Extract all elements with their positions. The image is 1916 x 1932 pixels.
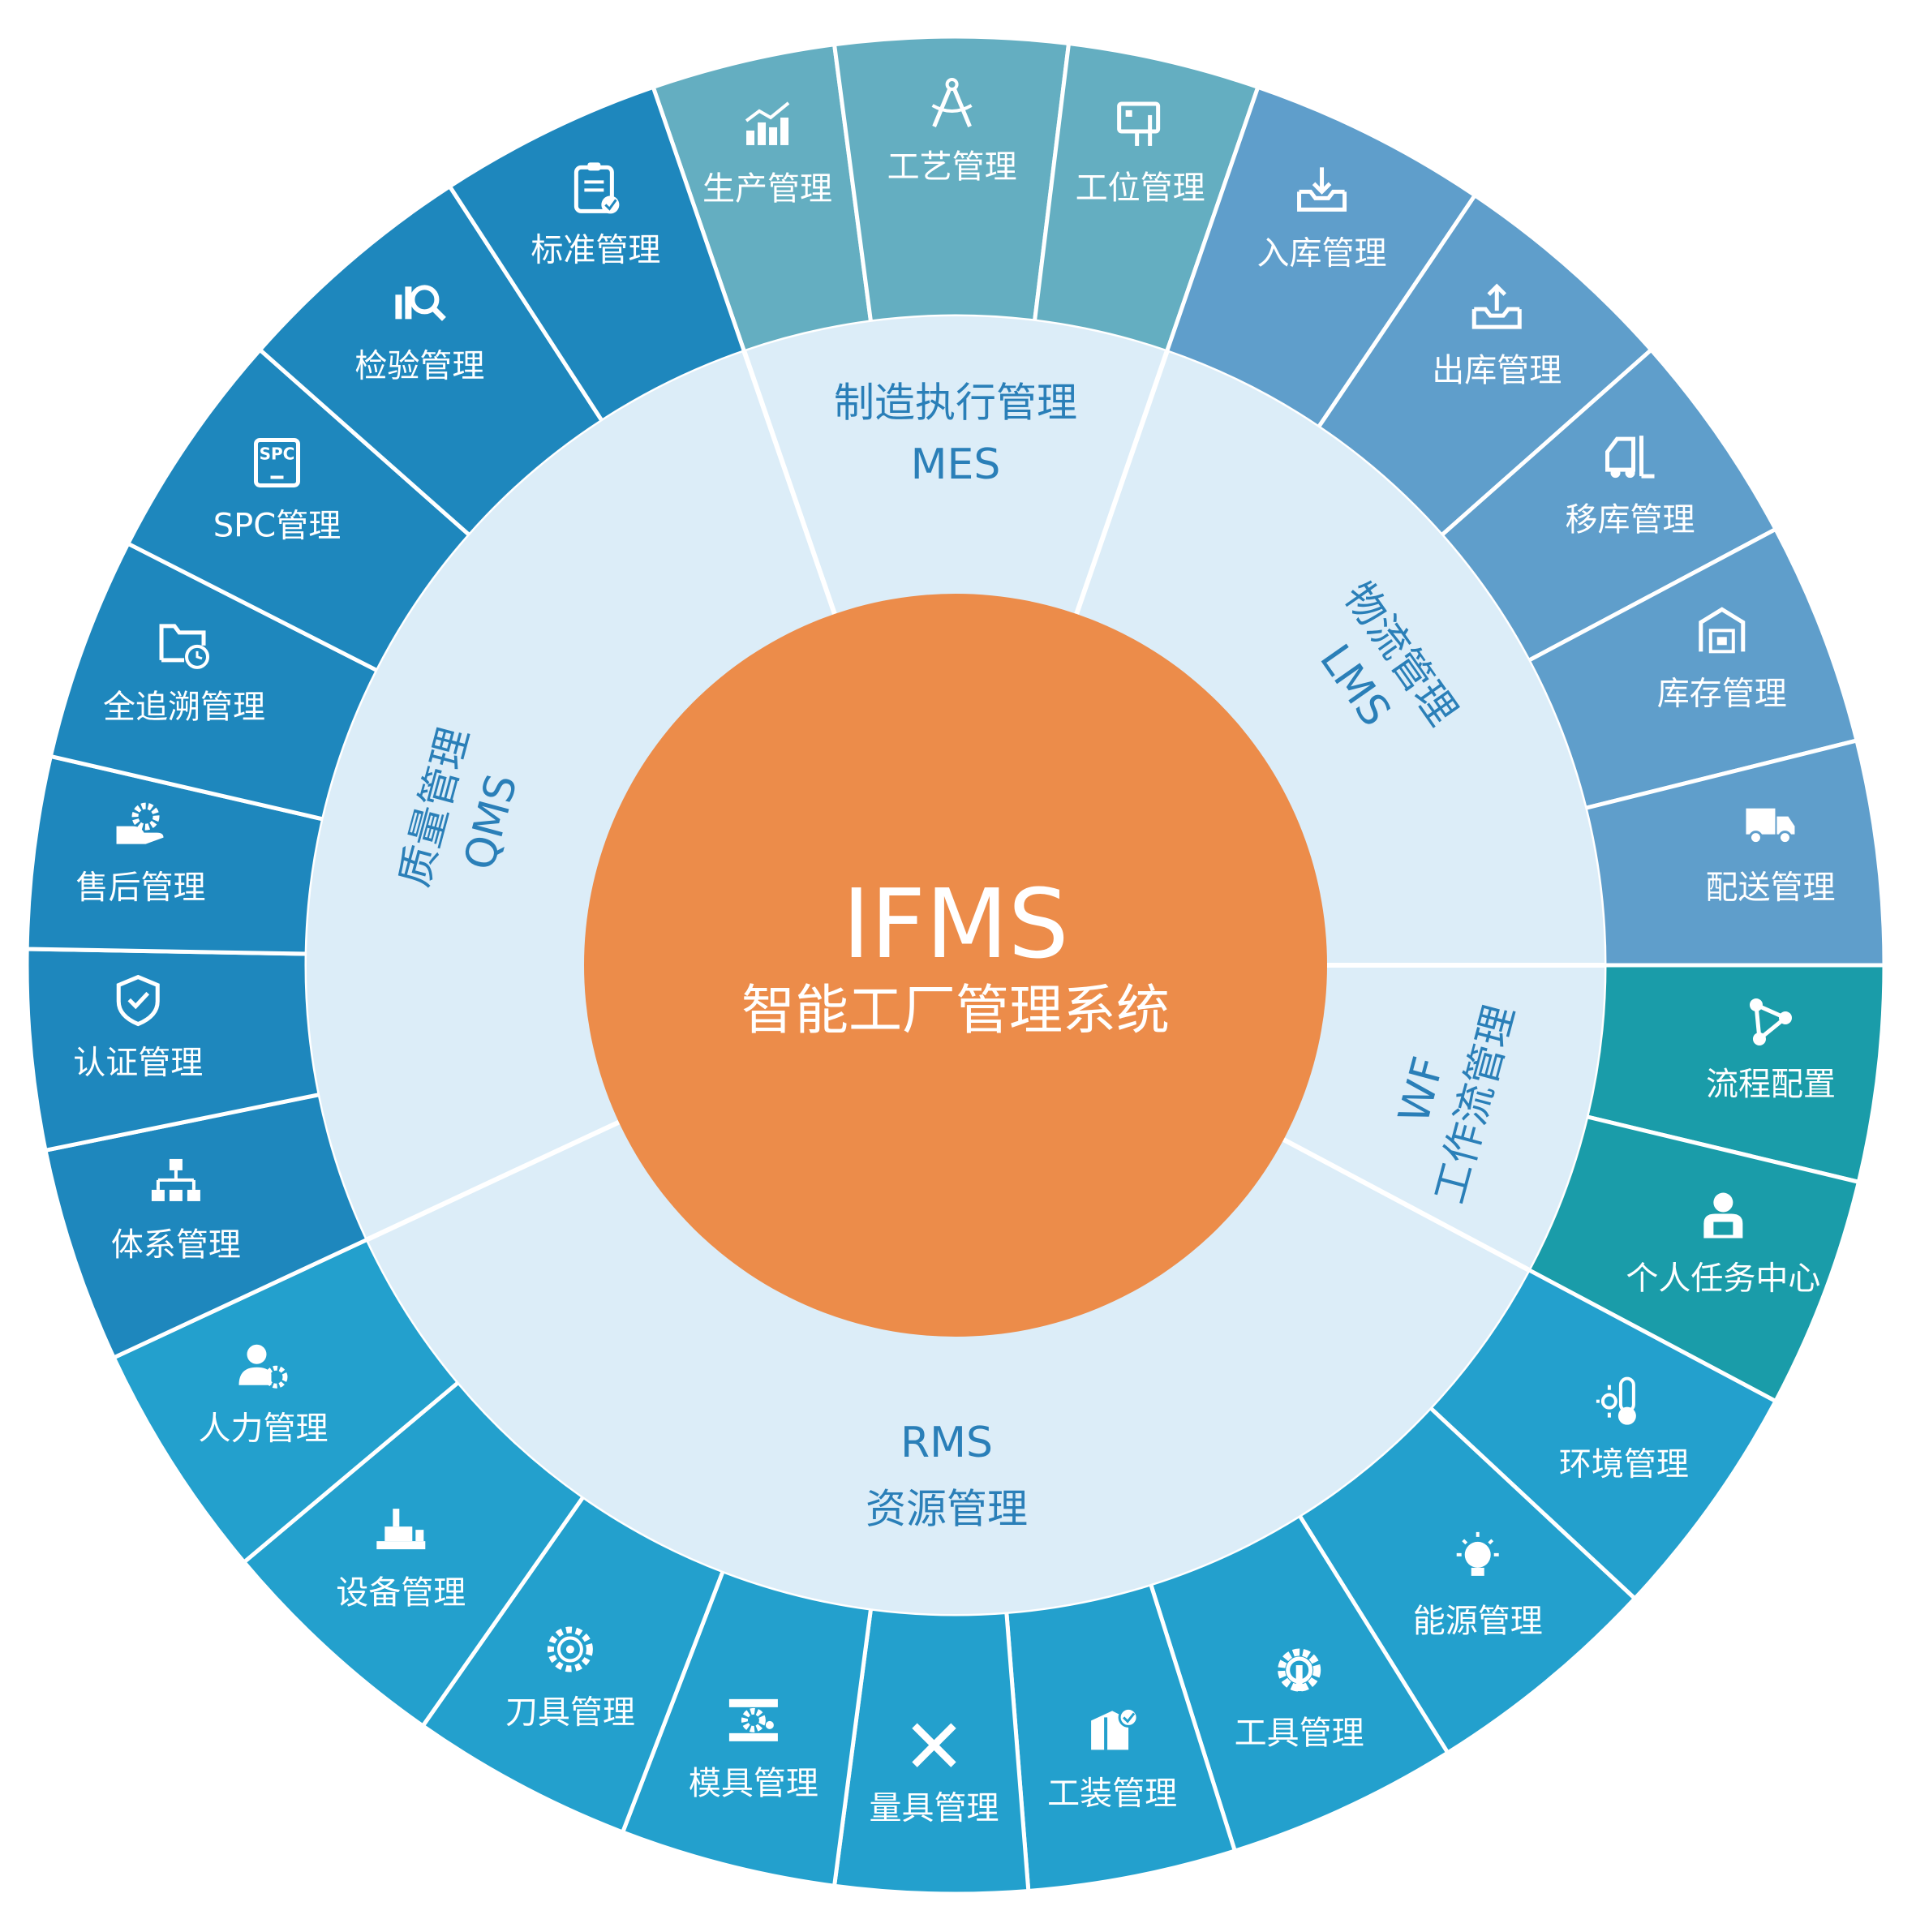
group-divider-rms [1282,1137,1530,1273]
truck-icon [1746,808,1795,845]
inspect-icon [395,285,446,321]
module-label: 标准管理 [531,231,660,268]
module-label: 体系管理 [111,1226,241,1264]
module-label: 模具管理 [689,1765,818,1802]
module-label: SPC管理 [213,507,341,544]
module-label: 检验管理 [354,347,484,384]
center-circle [584,594,1327,1337]
group-divider-qms [366,1119,621,1242]
lightbulb-icon [1456,1531,1499,1576]
spc-tablet-icon: SPC [253,437,300,487]
thermometer-icon [1596,1376,1636,1425]
module-label: 配送管理 [1705,869,1835,907]
org-chart-icon [151,1158,200,1201]
bar-chart-icon [745,101,790,145]
group-divider-mes [741,350,837,615]
outer-border [25,35,1886,1896]
box-check-icon [1091,1707,1139,1750]
module-label: 售后管理 [76,869,206,907]
folder-clock-icon [159,624,210,669]
module-label: 工艺管理 [887,148,1017,186]
module-label: 人力管理 [198,1410,328,1448]
flow-nodes-icon [1749,998,1792,1045]
group-divider-lms [1074,350,1170,615]
module-label: 生产管理 [702,170,832,208]
machine-icon [376,1509,426,1550]
module-label: 刀具管理 [505,1694,635,1732]
group-name: 资源管理 [866,1485,1028,1532]
module-label: 流程配置 [1706,1066,1836,1103]
module-label: 环境管理 [1559,1446,1689,1483]
hand-gear-icon [116,802,164,844]
center-title: IFMS [842,868,1068,980]
module-label: 工装管理 [1047,1775,1177,1812]
module-segment-mes-2[interactable]: 工位管理 [1032,41,1261,354]
compass-icon [931,78,973,127]
module-segment-wf-0[interactable]: 流程配置 [1583,963,1887,1185]
inbox-in-icon [1297,167,1347,212]
shield-check-icon [116,974,160,1027]
person-task-icon [1703,1192,1743,1239]
mold-gear-icon [728,1698,778,1741]
center-subtitle: 智能工厂管理系统 [741,979,1170,1041]
module-label: 全追溯管理 [103,689,265,726]
ruler-pencil-icon [912,1723,956,1767]
module-label: 能源管理 [1413,1603,1543,1640]
clipboard-check-icon [574,162,620,214]
module-label: 认证管理 [73,1045,203,1082]
module-label: 移库管理 [1566,501,1695,539]
module-ring: 生产管理 工艺管理工位管理入库管理出库管理移库管理库存管理配送管理流程配置个人任务… [24,34,1887,1896]
module-label: 工具管理 [1235,1715,1364,1752]
module-label: 库存管理 [1657,675,1787,712]
module-segment-mes-1[interactable]: 工艺管理 [831,34,1072,324]
group-label-rms: 资源管理 RMS [866,1419,1028,1533]
svg-text:SPC: SPC [260,444,295,463]
module-segment-qms-0[interactable]: 体系管理 [43,1092,371,1361]
wrench-gear-icon [1278,1648,1321,1692]
group-name: 制造执行管理 [834,380,1077,427]
module-label: 出库管理 [1432,352,1562,389]
group-label-mes: 制造执行管理 MES [834,380,1077,490]
module-label: 设备管理 [336,1574,466,1612]
module-segment-qms-1[interactable]: 认证管理 [24,947,323,1153]
group-code: RMS [900,1419,993,1467]
saw-blade-icon [547,1626,593,1672]
module-label: 个人任务中心 [1626,1260,1820,1298]
module-label: 工位管理 [1076,170,1205,207]
module-label: 量具管理 [870,1790,999,1827]
inbox-out-icon [1471,283,1522,329]
forklift-icon [1605,436,1655,479]
group-code: MES [911,440,1001,489]
workstation-icon [1117,101,1161,146]
module-label: 入库管理 [1257,234,1387,272]
warehouse-icon [1699,607,1746,654]
user-gear-icon [238,1344,288,1389]
